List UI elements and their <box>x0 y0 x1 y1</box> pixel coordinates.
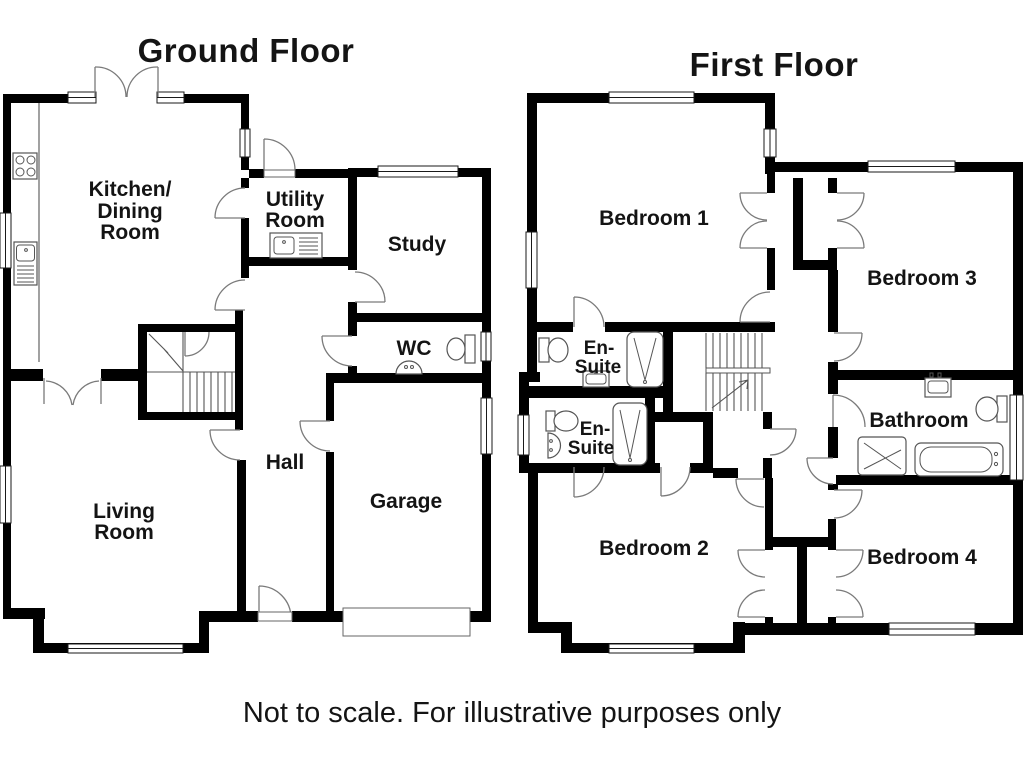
door-threshold-icon <box>263 169 296 178</box>
hob-icon <box>12 152 38 180</box>
room-label-utility: Utility <box>266 188 325 211</box>
room-label-ensuite1: Suite <box>575 357 621 378</box>
ground-floor-plan: Ground Floor Kitchen/ Dining Room Utilit… <box>0 32 493 654</box>
room-label-living: Living <box>93 500 155 523</box>
room-label-study: Study <box>388 233 447 256</box>
room-label-kitchen-dining: Kitchen/ <box>89 178 172 201</box>
under-stairs-cupboard-icon <box>148 333 184 372</box>
room-label-hall: Hall <box>266 451 305 474</box>
door-arc-icon <box>184 138 386 619</box>
toilet-icon <box>538 337 569 363</box>
room-label-bathroom: Bathroom <box>869 409 968 432</box>
shower-icon <box>626 331 664 388</box>
door-arc-icon <box>573 291 866 519</box>
room-label-garage: Garage <box>370 490 442 513</box>
window-icon <box>763 128 777 158</box>
window-icon <box>67 643 184 654</box>
washbasin-icon <box>547 432 562 459</box>
window-icon <box>867 160 956 173</box>
door-threshold-icon <box>257 611 293 622</box>
toilet-icon <box>545 410 579 432</box>
room-label-bedroom3: Bedroom 3 <box>867 267 977 290</box>
first-floor-walls <box>519 93 1023 653</box>
window-icon <box>377 165 459 178</box>
room-label-utility: Room <box>265 209 325 232</box>
french-doors-icon <box>43 66 159 406</box>
garage-door-icon <box>342 607 471 637</box>
window-icon <box>888 622 976 636</box>
stairs-icon <box>147 332 235 412</box>
wardrobe-doors-icon <box>737 192 865 618</box>
room-label-ensuite2: Suite <box>568 438 614 459</box>
room-label-kitchen-dining: Dining <box>97 200 162 223</box>
washbasin-icon <box>924 372 952 398</box>
window-icon <box>0 465 12 524</box>
room-label-ensuite1: En- <box>584 338 615 359</box>
room-label-wc: WC <box>397 337 432 360</box>
room-label-living: Room <box>94 521 154 544</box>
first-floor-plan: First Floor Bedroom 1 Bedroom 3 En- Suit… <box>517 46 1024 654</box>
stairs-up-arrow-icon <box>711 379 749 409</box>
window-icon <box>1009 394 1024 481</box>
room-label-bedroom1: Bedroom 1 <box>599 207 709 230</box>
shower-icon <box>612 402 648 466</box>
room-label-ensuite2: En- <box>580 419 611 440</box>
bathtub-icon <box>914 442 1004 477</box>
shower-icon <box>857 436 907 476</box>
stairs-icon <box>705 333 771 411</box>
washbasin-icon <box>582 370 610 388</box>
window-icon <box>156 91 185 104</box>
first-floor-title: First Floor <box>690 46 859 83</box>
toilet-icon <box>975 395 1008 423</box>
window-icon <box>0 212 12 269</box>
ground-floor-title: Ground Floor <box>138 32 355 69</box>
window-icon <box>239 128 251 158</box>
window-icon <box>517 414 530 456</box>
kitchen-sink-icon <box>13 241 38 286</box>
ground-floor-walls <box>3 94 491 653</box>
window-icon <box>480 331 492 362</box>
window-icon <box>67 91 97 104</box>
room-label-kitchen-dining: Room <box>100 221 160 244</box>
window-icon <box>608 643 695 654</box>
washbasin-icon <box>395 360 423 375</box>
toilet-icon <box>446 334 476 364</box>
room-label-bedroom4: Bedroom 4 <box>867 546 977 569</box>
window-icon <box>480 397 493 455</box>
disclaimer-note: Not to scale. For illustrative purposes … <box>243 697 782 729</box>
window-icon <box>525 231 538 289</box>
window-icon <box>608 91 695 104</box>
utility-sink-icon <box>269 232 323 259</box>
room-label-bedroom2: Bedroom 2 <box>599 537 709 560</box>
